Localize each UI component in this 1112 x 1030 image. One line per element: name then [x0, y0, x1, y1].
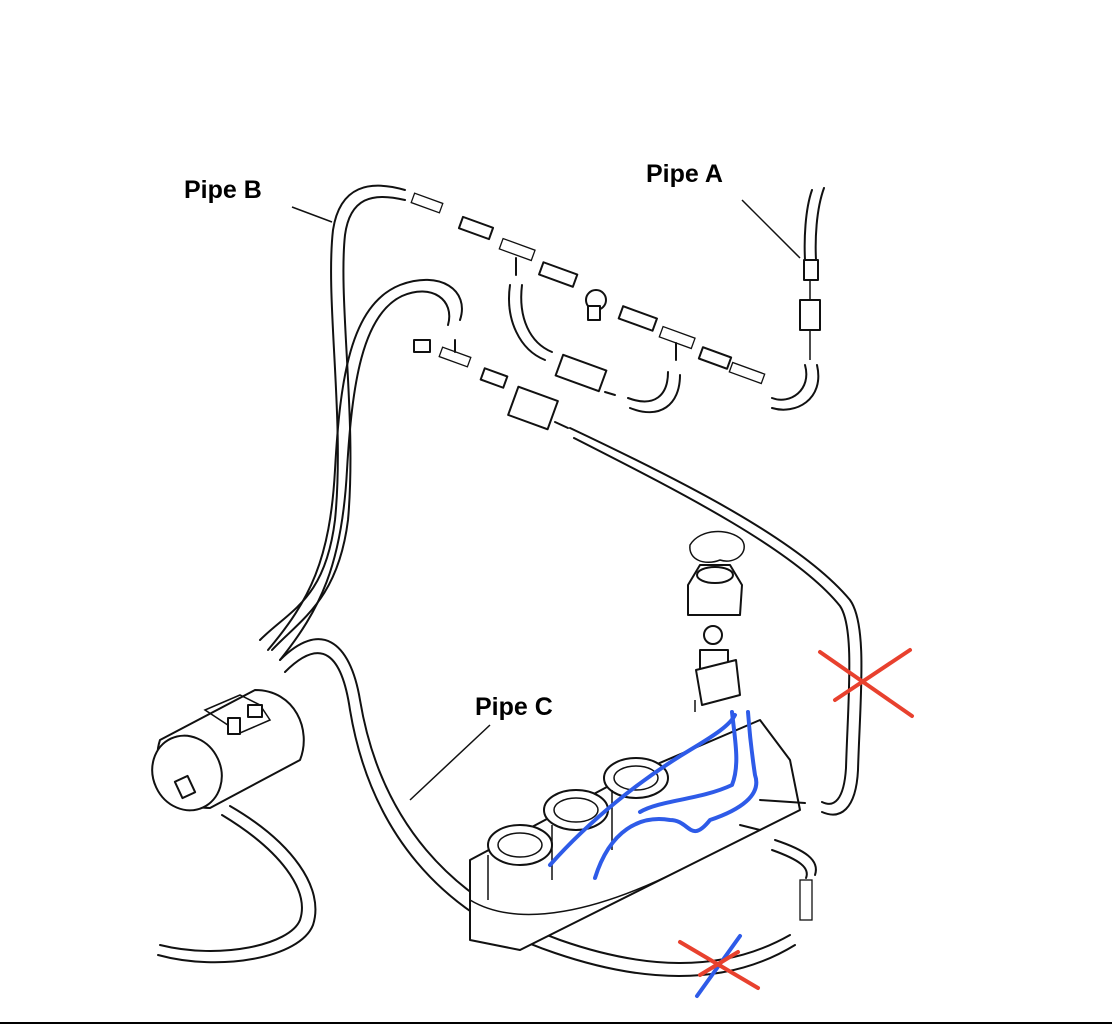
- lower-right-hose: [771, 839, 817, 921]
- vacuum-valve-assembly: [413, 339, 569, 431]
- charcoal-canister: [151, 689, 305, 812]
- pipe-a-leader-line: [741, 199, 801, 259]
- pipe-c-leader-line: [409, 724, 491, 801]
- pipe-a-hose: [771, 187, 825, 411]
- pipe-c-label: Pipe C: [475, 693, 553, 721]
- red-x-mark-right: [818, 648, 914, 718]
- canister-outlet-hose: [157, 805, 317, 964]
- pipe-b-hose: [259, 184, 406, 651]
- u-shaped-hose: [508, 284, 681, 414]
- pipe-b-leader-line: [291, 206, 333, 223]
- upper-connector-line: [410, 192, 766, 385]
- hose-loop-left: [267, 279, 463, 661]
- blue-reroute-lines: [548, 710, 759, 998]
- right-return-hose: [569, 427, 863, 816]
- bottom-border-line: [0, 1022, 1112, 1024]
- red-x-mark-bottom: [678, 940, 760, 990]
- idle-control-valve: [687, 530, 745, 712]
- intake-manifold: [469, 719, 806, 951]
- pipe-a-label: Pipe A: [646, 160, 723, 188]
- pipe-c-hose: [279, 638, 796, 977]
- pipe-b-label: Pipe B: [184, 176, 262, 204]
